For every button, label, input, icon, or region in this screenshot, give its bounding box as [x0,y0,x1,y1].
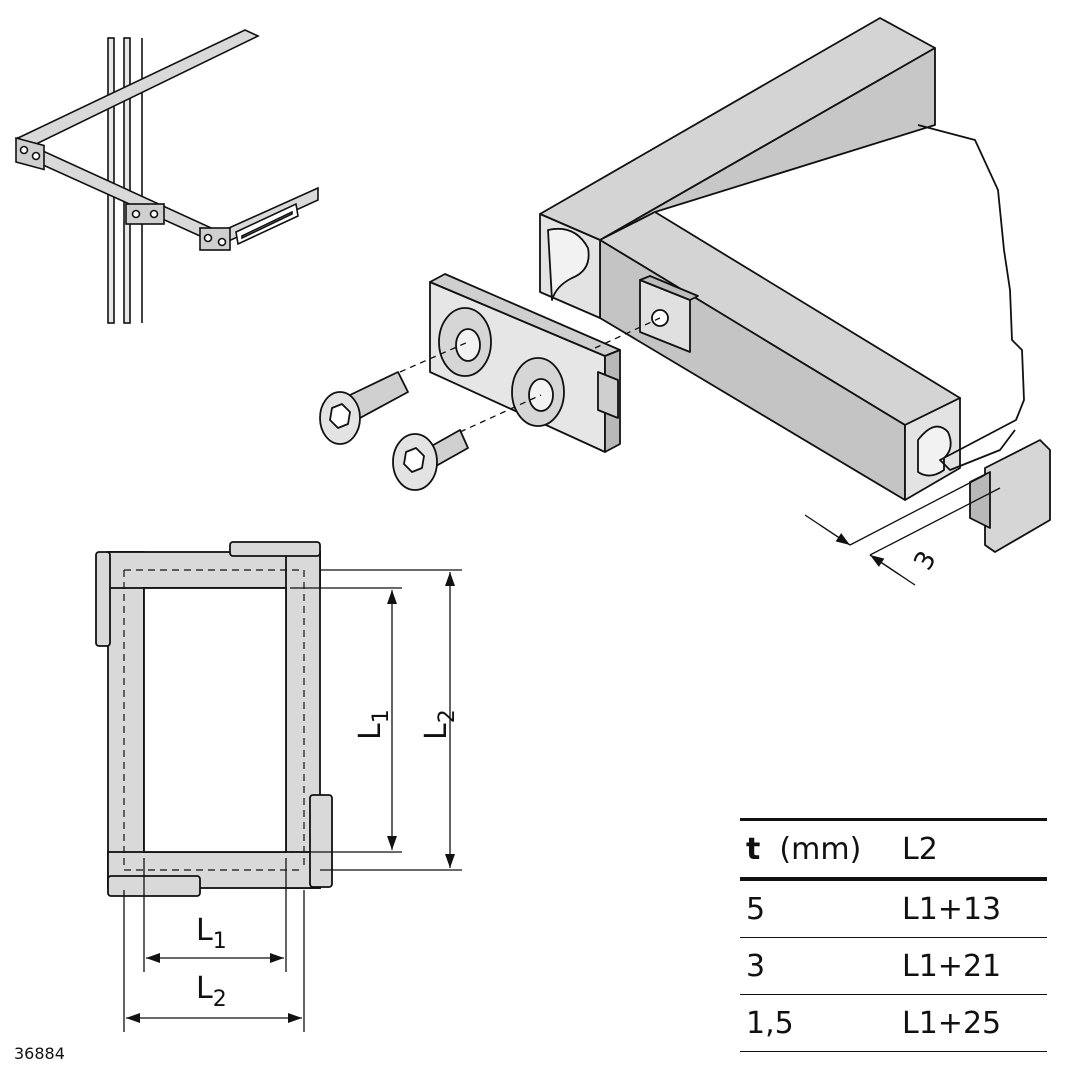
thickness-length-table: t (mm) L2 5 L1+13 3 L1+21 1,5 L1+25 [740,818,1047,1052]
l2-vertical-label: L2 [419,709,460,740]
overview-frame-illustration [15,29,319,324]
thickness-label: 3 [909,546,943,575]
l2-horizontal-label: L2 [196,971,227,1012]
cell-l2: L1+25 [896,994,1047,1052]
thickness-dimension [804,474,1001,586]
header-l2: L2 [896,818,1047,881]
cell-l2: L1+21 [896,937,1047,995]
frame-section-drawing [95,541,333,897]
end-cap [969,439,1051,553]
cell-thickness: 5 [740,879,896,938]
figure-number: 36884 [14,1044,65,1063]
screw-2 [392,429,469,491]
l1-vertical-label: L1 [353,709,394,740]
table-row: 3 L1+21 [740,937,1047,995]
horizontal-dimensions [123,858,305,1032]
table-row: 1,5 L1+25 [740,994,1047,1052]
cell-thickness: 1,5 [740,994,896,1052]
cell-thickness: 3 [740,937,896,995]
profile-assembly-illustration [319,17,1051,553]
frame-hidden-lines [123,569,305,871]
screw-1 [319,371,409,445]
header-thickness: t (mm) [740,818,896,881]
table-header-row: t (mm) L2 [740,818,1047,881]
cell-l2: L1+13 [896,879,1047,938]
l1-horizontal-label: L1 [196,913,227,954]
table-row: 5 L1+13 [740,879,1047,938]
vertical-dimensions [290,569,462,871]
